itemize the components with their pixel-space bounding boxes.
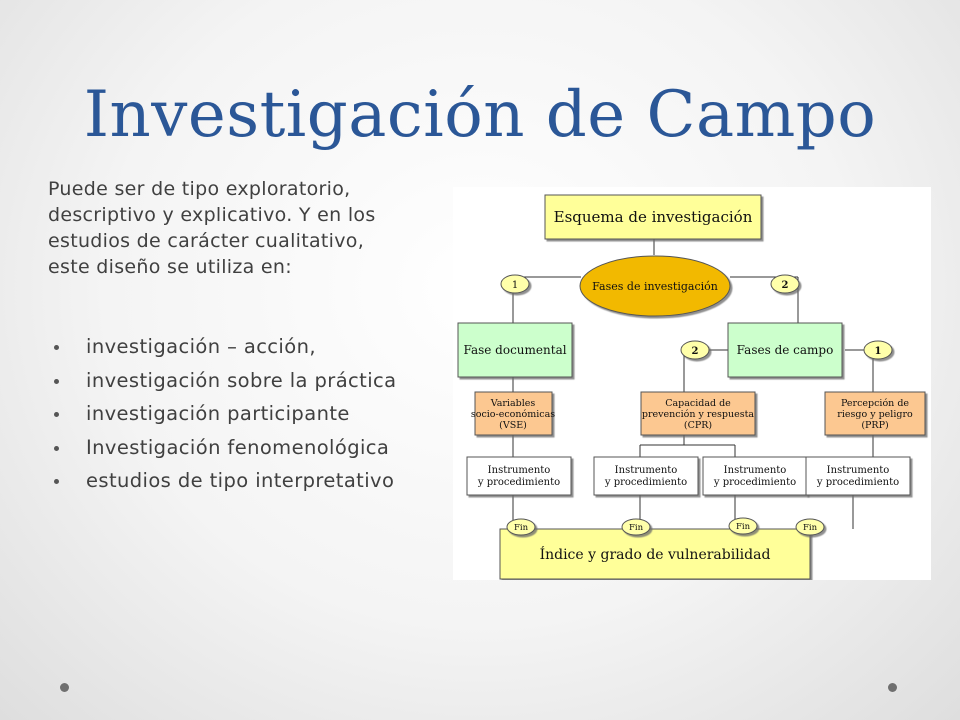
research-scheme-diagram: Esquema de investigación Fases de invest…: [453, 187, 931, 580]
instrument-line: Instrumento: [615, 465, 678, 476]
vulnerability-index-box: Índice y grado de vulnerabilidad: [499, 528, 811, 580]
instrument-line: Instrumento: [724, 465, 787, 476]
bullet-text: estudios de tipo interpretativo: [86, 469, 395, 492]
documental-phase-box: Fase documental: [457, 322, 573, 378]
slide-corner-dot-left: [60, 683, 69, 692]
fin-badge-4: Fin: [795, 518, 825, 536]
intro-line: Puede ser de tipo exploratorio,: [48, 178, 351, 200]
instrument-line: y procedimiento: [477, 477, 560, 488]
scheme-title-box: Esquema de investigación: [544, 194, 762, 240]
field-badge-right: 1: [863, 340, 893, 360]
cpr-line: Capacidad de: [665, 398, 731, 409]
field-badge-left: 2: [680, 340, 710, 360]
bullet-dot-icon: [54, 345, 59, 350]
vse-box: Variables socio-económicas (VSE): [471, 391, 555, 436]
intro-paragraph: Puede ser de tipo exploratorio, descript…: [48, 176, 458, 280]
bullet-item: Investigación fenomenológica: [48, 431, 468, 465]
fin-badge-1: Fin: [506, 518, 536, 536]
field-badge-right-text: 1: [875, 346, 882, 357]
step-badge-left-text: 1: [512, 280, 518, 291]
fin-badge-3: Fin: [728, 517, 758, 535]
cpr-line: (CPR): [684, 420, 712, 431]
fin-badge-2: Fin: [621, 518, 651, 536]
fin-text: Fin: [514, 523, 529, 533]
step-badge-right-text: 2: [782, 280, 789, 291]
field-phases-text: Fases de campo: [737, 343, 834, 357]
bullet-dot-icon: [54, 445, 59, 451]
bullet-dot-icon: [54, 378, 59, 384]
vulnerability-index-text: Índice y grado de vulnerabilidad: [540, 545, 771, 563]
vse-line: socio-económicas: [471, 409, 555, 420]
slide-title: Investigación de Campo: [83, 78, 877, 152]
bullet-dot-icon: [54, 412, 59, 417]
vse-line: (VSE): [499, 420, 527, 431]
scheme-title-text: Esquema de investigación: [554, 208, 753, 226]
instrument-box-3: Instrumento y procedimiento: [702, 456, 808, 496]
prp-box: Percepción de riesgo y peligro (PRP): [824, 391, 926, 436]
bullet-item: investigación – acción,: [48, 330, 468, 364]
intro-line: este diseño se utiliza en:: [48, 256, 292, 278]
instrument-line: y procedimiento: [713, 477, 796, 488]
bullet-text: investigación participante: [86, 402, 350, 425]
vse-line: Variables: [490, 398, 536, 409]
step-badge-left: 1: [500, 274, 530, 294]
prp-line: (PRP): [861, 420, 888, 431]
cpr-box: Capacidad de prevención y respuesta (CPR…: [640, 391, 756, 436]
instrument-line: Instrumento: [488, 465, 551, 476]
bullet-list: investigación – acción, investigación so…: [48, 330, 468, 498]
diagram-canvas: Esquema de investigación Fases de invest…: [457, 194, 926, 580]
bullet-text: investigación – acción,: [86, 335, 316, 358]
intro-line: estudios de carácter cualitativo,: [48, 230, 365, 252]
research-phases-ellipse: Fases de investigación: [579, 255, 731, 317]
bullet-dot-icon: [54, 479, 59, 484]
cpr-line: prevención y respuesta: [642, 409, 755, 420]
instrument-line: y procedimiento: [604, 477, 687, 488]
step-badge-right: 2: [770, 274, 800, 294]
instrument-box-4: Instrumento y procedimiento: [805, 456, 911, 496]
slide-corner-dot-right: [888, 683, 897, 692]
bullet-text: investigación sobre la práctica: [86, 368, 397, 392]
fin-text: Fin: [803, 523, 818, 533]
instrument-line: y procedimiento: [816, 477, 899, 488]
bullet-item: investigación sobre la práctica: [48, 364, 468, 398]
intro-line: descriptivo y explicativo. Y en los: [48, 204, 376, 226]
instrument-line: Instrumento: [827, 465, 890, 476]
bullet-item: investigación participante: [48, 397, 468, 431]
field-badge-left-text: 2: [692, 346, 699, 357]
connector-lines: [512, 239, 874, 529]
fin-text: Fin: [629, 523, 644, 533]
prp-line: riesgo y peligro: [837, 409, 913, 420]
bullet-text: Investigación fenomenológica: [86, 435, 390, 459]
prp-line: Percepción de: [841, 398, 909, 409]
instrument-box-1: Instrumento y procedimiento: [466, 456, 572, 496]
field-phases-box: Fases de campo: [727, 322, 843, 378]
fin-text: Fin: [736, 522, 751, 532]
instrument-box-2: Instrumento y procedimiento: [593, 456, 699, 496]
research-phases-text: Fases de investigación: [592, 280, 718, 293]
bullet-item: estudios de tipo interpretativo: [48, 464, 468, 498]
documental-phase-text: Fase documental: [463, 343, 566, 357]
